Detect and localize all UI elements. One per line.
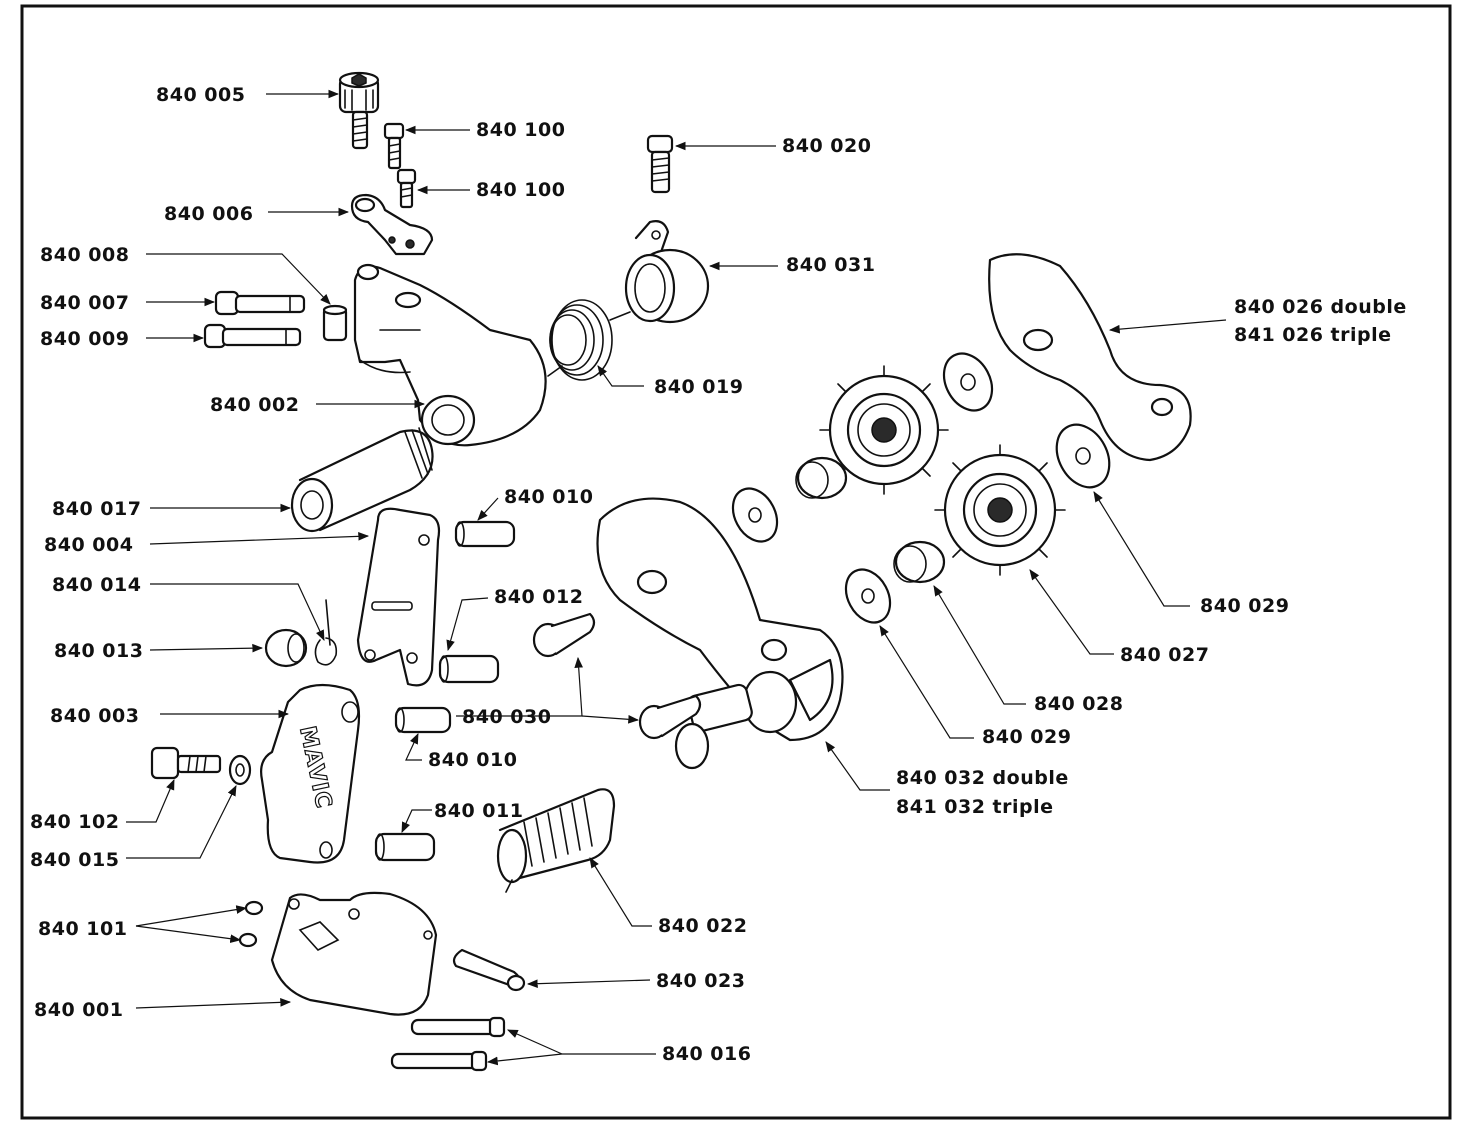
part-bushing-upper [795, 456, 848, 500]
part-840-016-pin-upper [410, 1016, 506, 1038]
label-840-002: 840 002 [210, 394, 299, 416]
label-840-007: 840 007 [40, 292, 129, 314]
part-840-017-barrel [290, 427, 434, 533]
part-840-007-axle [214, 290, 306, 316]
part-upper-jockey-pulley [819, 365, 949, 495]
label-840-003: 840 003 [50, 705, 139, 727]
part-840-101-nut-lower [238, 932, 258, 948]
part-840-006-cable-clamp [350, 193, 434, 256]
label-840-011: 840 011 [434, 800, 523, 822]
part-840-101-nut-upper [244, 900, 264, 916]
label-840-008: 840 008 [40, 244, 129, 266]
part-840-029-washer-lower [844, 568, 892, 624]
label-840-015: 840 015 [30, 849, 119, 871]
label-840-013: 840 013 [54, 640, 143, 662]
label-840-010-upper: 840 010 [504, 486, 593, 508]
label-840-022: 840 022 [658, 915, 747, 937]
label-841-026-triple: 841 026 triple [1234, 324, 1392, 346]
part-840-100-screw-upper [383, 122, 405, 170]
part-840-027-lower-pulley [934, 444, 1066, 576]
part-840-010-pin-upper [454, 520, 516, 548]
label-840-014: 840 014 [52, 574, 141, 596]
part-840-009-axle [203, 323, 302, 349]
label-840-019: 840 019 [654, 376, 743, 398]
part-840-102-screw [150, 746, 222, 780]
label-840-029-lower: 840 029 [982, 726, 1071, 748]
part-840-001-base-mount [270, 891, 438, 1016]
label-840-027: 840 027 [1120, 644, 1209, 666]
label-840-004: 840 004 [44, 534, 133, 556]
part-840-002-upper-body [353, 263, 547, 447]
part-840-016-pin-lower [390, 1050, 488, 1072]
label-840-006: 840 006 [164, 203, 253, 225]
label-840-031: 840 031 [786, 254, 875, 276]
label-840-030: 840 030 [462, 706, 551, 728]
part-washer-left-upper [731, 487, 779, 543]
part-840-029-washer-right [1055, 423, 1111, 489]
part-840-031-collar [624, 220, 710, 324]
label-840-101: 840 101 [38, 918, 127, 940]
label-840-100-lower: 840 100 [476, 179, 565, 201]
part-840-013-bushing [264, 628, 308, 668]
part-840-100-screw-lower [396, 168, 417, 209]
label-840-012: 840 012 [494, 586, 583, 608]
label-840-026-double: 840 026 double [1234, 296, 1407, 318]
label-840-005: 840 005 [156, 84, 245, 106]
part-840-012-pin [438, 654, 500, 684]
part-840-011-pin [374, 832, 436, 862]
part-840-032-inner-cage-plate [596, 497, 844, 770]
part-840-005-cap-screw [338, 71, 380, 150]
label-840-010-lower: 840 010 [428, 749, 517, 771]
part-840-010-pin-lower [394, 706, 452, 734]
part-840-022-spring [496, 788, 616, 893]
part-840-004-link-plate [356, 507, 441, 687]
label-840-028: 840 028 [1034, 693, 1123, 715]
label-840-023: 840 023 [656, 970, 745, 992]
part-number-labels: 840 005 840 100 840 100 840 020 840 006 … [30, 84, 1407, 1065]
part-840-014-spring-clip [314, 599, 338, 666]
part-840-026-outer-cage-plate [988, 253, 1192, 462]
part-840-020-bolt [646, 134, 674, 194]
label-840-001: 840 001 [34, 999, 123, 1021]
leader-lines [126, 89, 1227, 1066]
label-840-032-double: 840 032 double [896, 767, 1069, 789]
label-841-032-triple: 841 032 triple [896, 796, 1054, 818]
part-840-030-screw-upper [532, 612, 596, 658]
part-840-019-spring [547, 299, 631, 381]
label-840-016: 840 016 [662, 1043, 751, 1065]
part-840-023-screw [452, 948, 526, 992]
part-840-015-washer [228, 754, 252, 786]
part-washer-upper [942, 352, 994, 412]
part-840-008-pin [322, 304, 348, 342]
part-840-028-bushing [893, 540, 946, 584]
label-840-100-upper: 840 100 [476, 119, 565, 141]
label-840-017: 840 017 [52, 498, 141, 520]
part-840-003-mavic-body: MAVIC [260, 683, 361, 864]
diagram-frame [20, 4, 1452, 1120]
label-840-020: 840 020 [782, 135, 871, 157]
label-840-009: 840 009 [40, 328, 129, 350]
label-840-102: 840 102 [30, 811, 119, 833]
part-840-030-screw-lower [638, 694, 702, 740]
label-840-029-right: 840 029 [1200, 595, 1289, 617]
